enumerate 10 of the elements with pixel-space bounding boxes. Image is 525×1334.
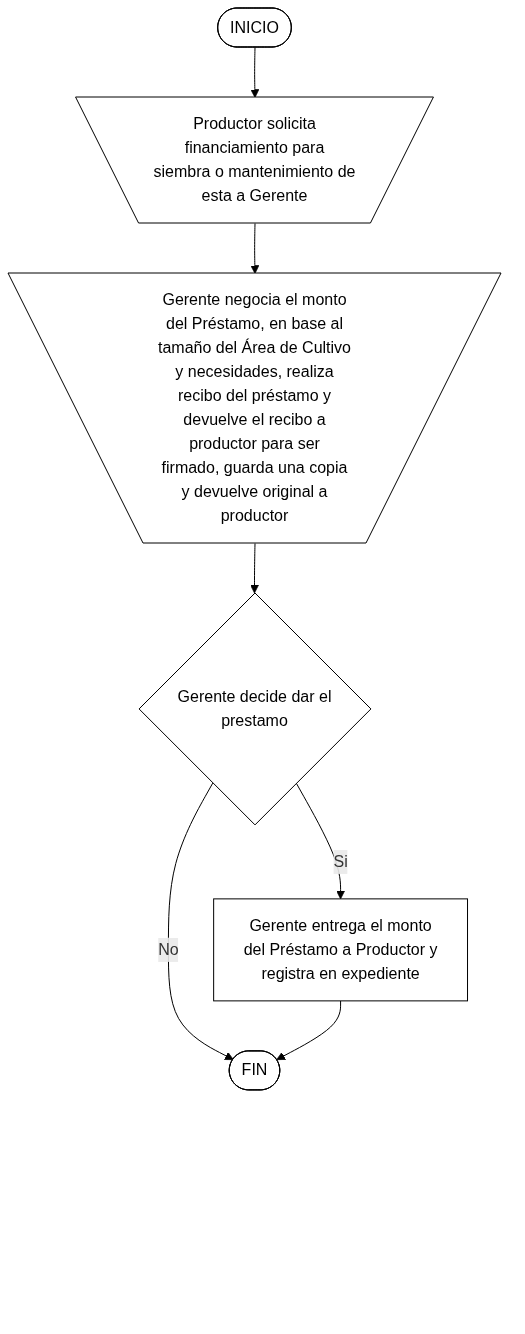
node-diamond: Gerente decide dar el prestamo xyxy=(138,592,372,826)
edge-label: No xyxy=(158,940,179,958)
arrow xyxy=(295,782,345,900)
arrow xyxy=(250,47,260,98)
arrow xyxy=(167,782,234,1061)
arrow xyxy=(276,1000,342,1061)
node-box: Gerente entrega el monto del Préstamo a Productor y registra en expediente xyxy=(213,898,468,1002)
edge-label: Si xyxy=(333,852,348,870)
arrow xyxy=(250,223,260,274)
arrow xyxy=(250,543,259,594)
